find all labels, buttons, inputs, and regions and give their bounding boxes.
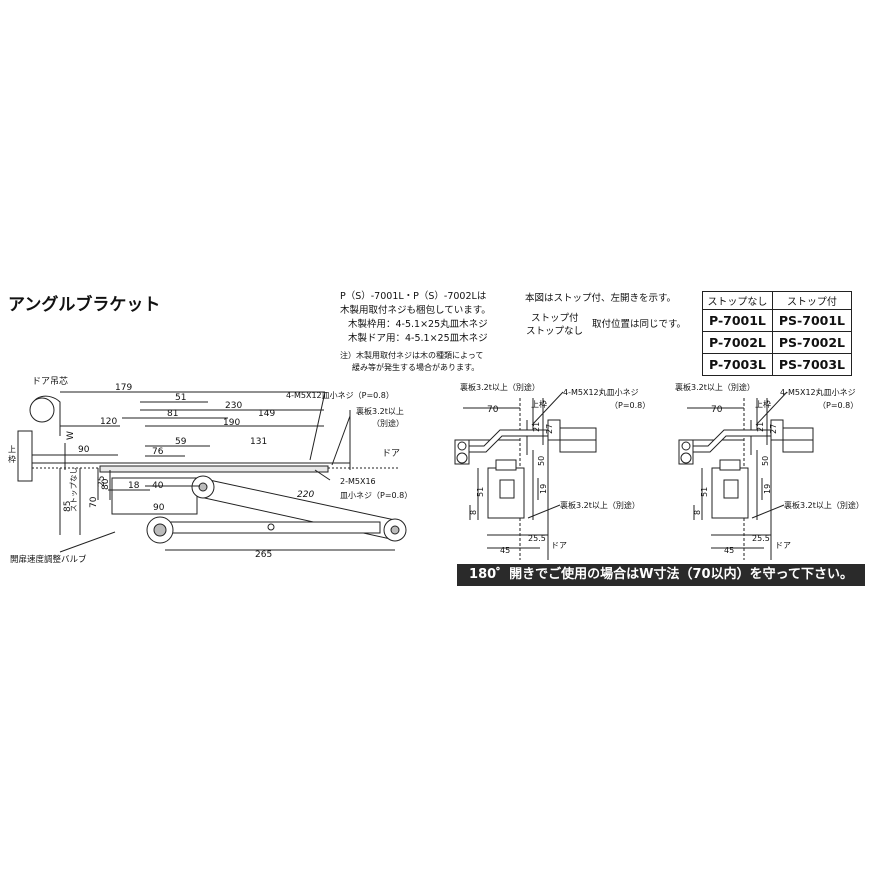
dim-label: 21 bbox=[532, 422, 541, 432]
dim-label: 85 bbox=[63, 501, 73, 512]
screw-mid-label-2: 皿小ネジ（P=0.8） bbox=[340, 491, 412, 500]
caution-note-2: 緩み等が発生する場合があります。 bbox=[352, 363, 480, 372]
frame-label-2: 枠 bbox=[8, 454, 16, 464]
dim-label: 70 bbox=[89, 496, 99, 508]
left-view bbox=[17, 391, 407, 553]
dim-label: 50 bbox=[537, 456, 546, 466]
door-label: ドア bbox=[775, 541, 791, 550]
dim-label: 59 bbox=[175, 437, 187, 447]
dim-label: 19 bbox=[763, 484, 772, 494]
backplate-top-label: 裏板3.2t以上（別途） bbox=[460, 382, 540, 392]
dim-label: 8 bbox=[693, 510, 702, 515]
dim-label: 131 bbox=[250, 437, 267, 447]
frame-label: 上 bbox=[8, 445, 16, 454]
table-cell: PS-7001L bbox=[771, 309, 853, 332]
dim-label: 220 bbox=[297, 490, 314, 500]
caution-note-1: 注）木製用取付ネジは木の種類によって bbox=[340, 351, 484, 360]
upper-frame-label: 上枠 bbox=[755, 399, 771, 409]
packing-note-1: P（S）-7001L・P（S）-7002Lは bbox=[340, 291, 487, 302]
dim-label: 190 bbox=[223, 418, 240, 428]
dim-label: 90 bbox=[153, 503, 165, 513]
table-cell: PS-7003L bbox=[771, 353, 853, 376]
backplate-bottom-label: 裏板3.2t以上（別途） bbox=[784, 500, 864, 510]
dim-label: 19 bbox=[539, 484, 548, 494]
packing-note-4: 木製ドア用：4-5.1×25皿木ネジ bbox=[348, 333, 488, 344]
dim-label: 25.5 bbox=[528, 534, 546, 543]
dim-label: 90 bbox=[78, 445, 90, 455]
dim-label: 76 bbox=[152, 447, 164, 457]
door-label: ドア bbox=[551, 541, 567, 550]
models-table: ストップなし ストップ付 P-7001L PS-7001L P-7002L PS… bbox=[702, 291, 853, 376]
door-label: ドア bbox=[382, 449, 400, 459]
pitch-label: （P=0.8） bbox=[610, 401, 650, 410]
dim-label: 51 bbox=[476, 487, 485, 497]
screw-label: 4-M5X12丸皿小ネジ bbox=[780, 387, 856, 397]
dim-label: 45 bbox=[500, 546, 510, 555]
stop-note: 本図はストップ付、左開きを示す。 bbox=[525, 293, 677, 304]
valve-label: 開扉速度調整バルブ bbox=[10, 554, 87, 565]
dim-label: 50 bbox=[761, 456, 770, 466]
dim-label: 230 bbox=[225, 401, 242, 411]
dim-label: 18 bbox=[128, 481, 140, 491]
table-cell: P-7003L bbox=[702, 353, 773, 376]
dim-label: 45 bbox=[724, 546, 734, 555]
backplate-label: 裏板3.2t以上 bbox=[356, 406, 404, 416]
page-title: アングルブラケット bbox=[8, 295, 161, 315]
dim-label: W bbox=[66, 431, 76, 440]
dim-label: 149 bbox=[258, 409, 275, 419]
dim-label: 51 bbox=[175, 393, 186, 403]
right-view-2 bbox=[678, 391, 814, 560]
stop-label-without: ストップなし bbox=[526, 326, 584, 337]
packing-note-2: 木製用取付ネジも梱包しています。 bbox=[340, 305, 491, 316]
dim-label: 40 bbox=[152, 481, 164, 491]
stop-same-note: 取付位置は同じです。 bbox=[592, 319, 687, 330]
dim-label: 81 bbox=[167, 409, 178, 419]
dim-label: 27 bbox=[769, 424, 778, 434]
dim-label: 21 bbox=[756, 422, 765, 432]
backplate-bottom-label: 裏板3.2t以上（別途） bbox=[560, 500, 640, 510]
upper-frame-label: 上枠 bbox=[531, 399, 547, 409]
dim-label: 27 bbox=[545, 424, 554, 434]
door-pivot-label: ドア吊芯 bbox=[32, 375, 68, 387]
screw-mid-label: 2-M5X16 bbox=[340, 477, 376, 486]
packing-note-3: 木製枠用：4-5.1×25丸皿木ネジ bbox=[348, 319, 488, 330]
dim-label: 265 bbox=[255, 550, 272, 560]
dim-label: 8 bbox=[469, 510, 478, 515]
dim-label: 80 bbox=[101, 478, 111, 490]
screw-top-label: 4-M5X12皿小ネジ（P=0.8） bbox=[286, 391, 394, 400]
dim-label: 70 bbox=[487, 405, 499, 415]
backplate-label-2: （別途） bbox=[372, 418, 404, 428]
dim-label: 25.5 bbox=[752, 534, 770, 543]
dim-label: 25 bbox=[97, 476, 107, 487]
stop-label-with: ストップ付 bbox=[531, 313, 579, 324]
backplate-top-label: 裏板3.2t以上（別途） bbox=[675, 382, 755, 392]
warning-banner: 180゜開きでご使用の場合はW寸法（70以内）を守って下さい。 bbox=[457, 564, 865, 586]
dim-label: 51 bbox=[700, 487, 709, 497]
right-view-1 bbox=[454, 391, 597, 560]
stopless-label: ストップなし bbox=[69, 467, 78, 512]
screw-label: 4-M5X12丸皿小ネジ bbox=[563, 387, 639, 397]
pitch-label: （P=0.8） bbox=[818, 401, 858, 410]
dim-label: 70 bbox=[711, 405, 723, 415]
dim-label: 120 bbox=[100, 417, 117, 427]
dim-label: 179 bbox=[115, 383, 132, 393]
